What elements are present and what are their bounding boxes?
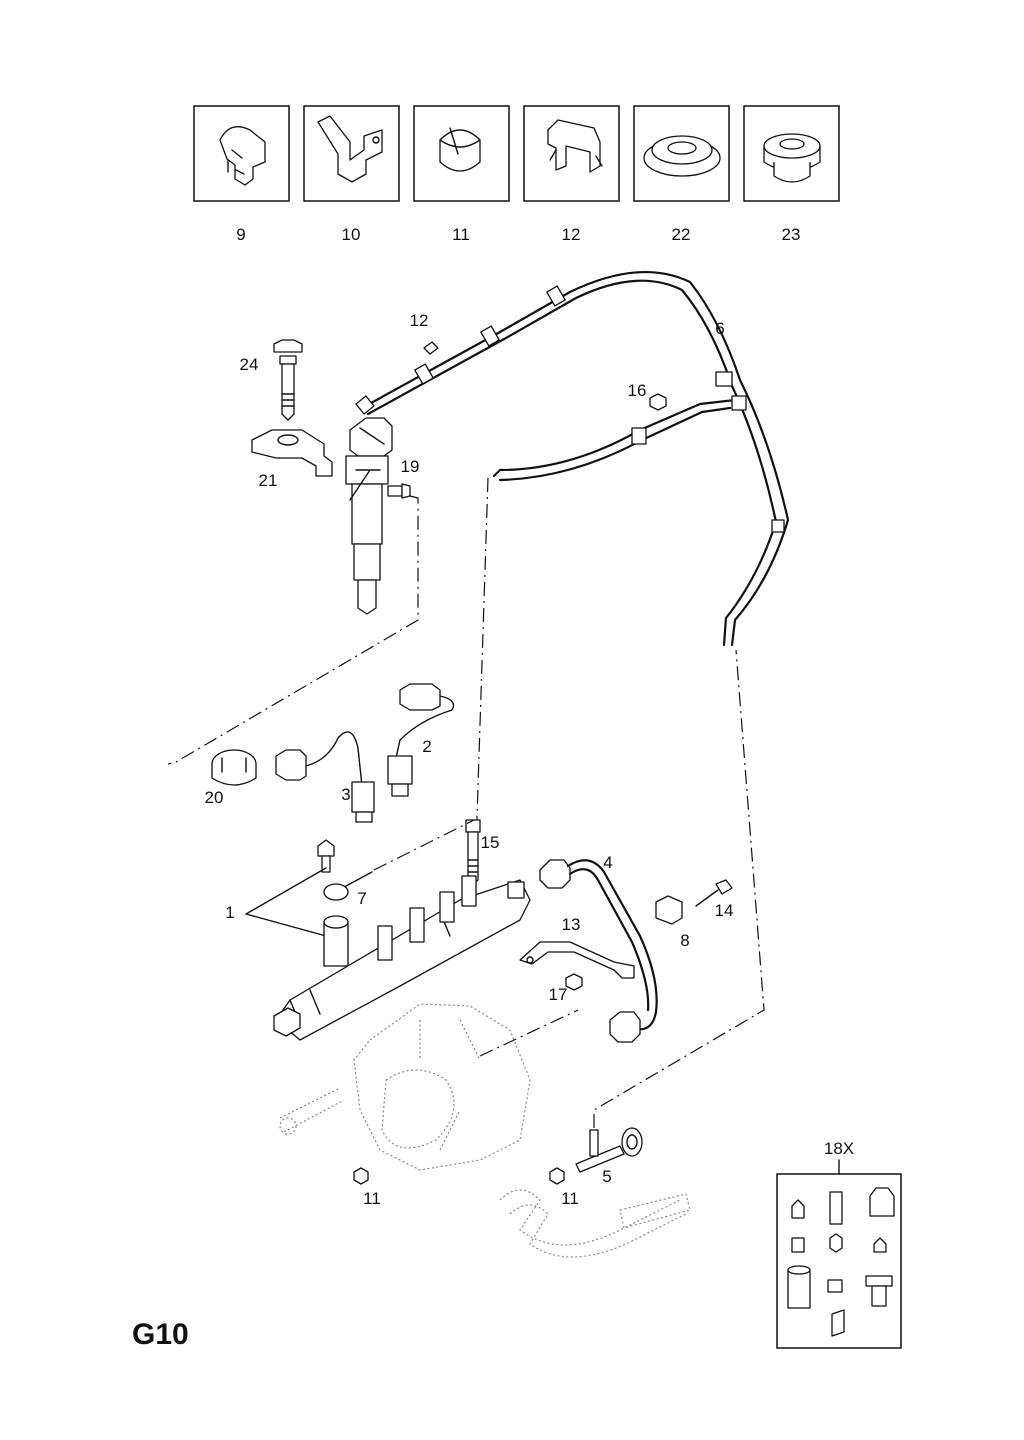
thumbnail-label: 11 <box>452 225 470 244</box>
bolt-15[interactable] <box>465 819 481 885</box>
callout-20: 20 <box>205 788 224 807</box>
thumbnail-12[interactable]: 12 <box>523 105 620 244</box>
clip-12[interactable] <box>423 341 439 355</box>
harness-3[interactable] <box>275 731 375 823</box>
callout-1: 1 <box>225 903 234 922</box>
callout-15: 15 <box>481 833 500 852</box>
kit-label: 18X <box>824 1139 854 1158</box>
hose-clamp-icon <box>439 127 481 172</box>
thumbnail-10[interactable]: 10 <box>303 105 400 244</box>
thumbnail-label: 12 <box>562 225 581 244</box>
callout-6: 6 <box>715 319 724 338</box>
callout-2: 2 <box>422 737 431 756</box>
banjo-fitting-7[interactable] <box>323 871 373 901</box>
kit-18x-box[interactable] <box>776 1173 902 1349</box>
bracket-8[interactable] <box>655 895 683 925</box>
callout-14: 14 <box>715 901 734 920</box>
bracket-icon <box>317 115 383 183</box>
bolt-14[interactable] <box>695 879 733 907</box>
bolt-17[interactable] <box>565 973 583 991</box>
thumbnail-label: 22 <box>672 225 691 244</box>
callout-5: 5 <box>602 1167 611 1186</box>
nut-11-right[interactable] <box>549 1167 565 1185</box>
lower-hose-ghost <box>499 1189 691 1258</box>
grommet-flat-icon <box>643 135 721 177</box>
fuel-pump-ghost <box>279 1003 531 1171</box>
callout-12: 12 <box>410 311 429 330</box>
thumbnail-label: 10 <box>342 225 361 244</box>
banjo-pipe-5[interactable] <box>575 1127 643 1173</box>
nut-16[interactable] <box>649 393 667 411</box>
thumbnail-9[interactable]: 9 <box>193 105 290 244</box>
thumbnail-label: 23 <box>782 225 801 244</box>
thumbnail-11[interactable]: 11 <box>413 105 510 244</box>
thumbnail-label: 9 <box>236 225 245 244</box>
callout-11-left: 11 <box>363 1189 381 1208</box>
nut-11-left[interactable] <box>353 1167 369 1185</box>
callout-19: 19 <box>401 457 420 476</box>
callout-7: 7 <box>357 889 366 908</box>
thumbnail-23[interactable]: 23 <box>743 105 840 244</box>
callout-17: 17 <box>549 985 568 1004</box>
bolt-24[interactable] <box>273 339 303 421</box>
callout-21: 21 <box>259 471 278 490</box>
harness-2[interactable] <box>387 683 455 797</box>
callout-11-right: 11 <box>561 1189 579 1208</box>
callout-3: 3 <box>341 785 350 804</box>
return-hose-6[interactable] <box>355 270 790 647</box>
clip-icon <box>219 126 266 186</box>
spring-clip-icon <box>547 119 603 173</box>
pressure-pipe-4[interactable] <box>539 859 658 1043</box>
callout-24: 24 <box>240 355 259 374</box>
injector-19[interactable] <box>345 417 411 615</box>
plug-20[interactable] <box>211 749 257 786</box>
thumbnail-22[interactable]: 22 <box>633 105 730 244</box>
kit-parts-icons <box>787 1187 895 1337</box>
callout-8: 8 <box>680 931 689 950</box>
callout-16: 16 <box>628 381 647 400</box>
callout-4: 4 <box>603 853 612 872</box>
grommet-cup-icon <box>763 133 821 183</box>
page-code: G10 <box>132 1318 189 1351</box>
clamp-21[interactable] <box>251 429 333 477</box>
callout-13: 13 <box>562 915 581 934</box>
screw-1[interactable] <box>317 839 335 873</box>
bracket-13[interactable] <box>519 941 635 979</box>
fuel-rail-1[interactable] <box>273 875 531 1041</box>
